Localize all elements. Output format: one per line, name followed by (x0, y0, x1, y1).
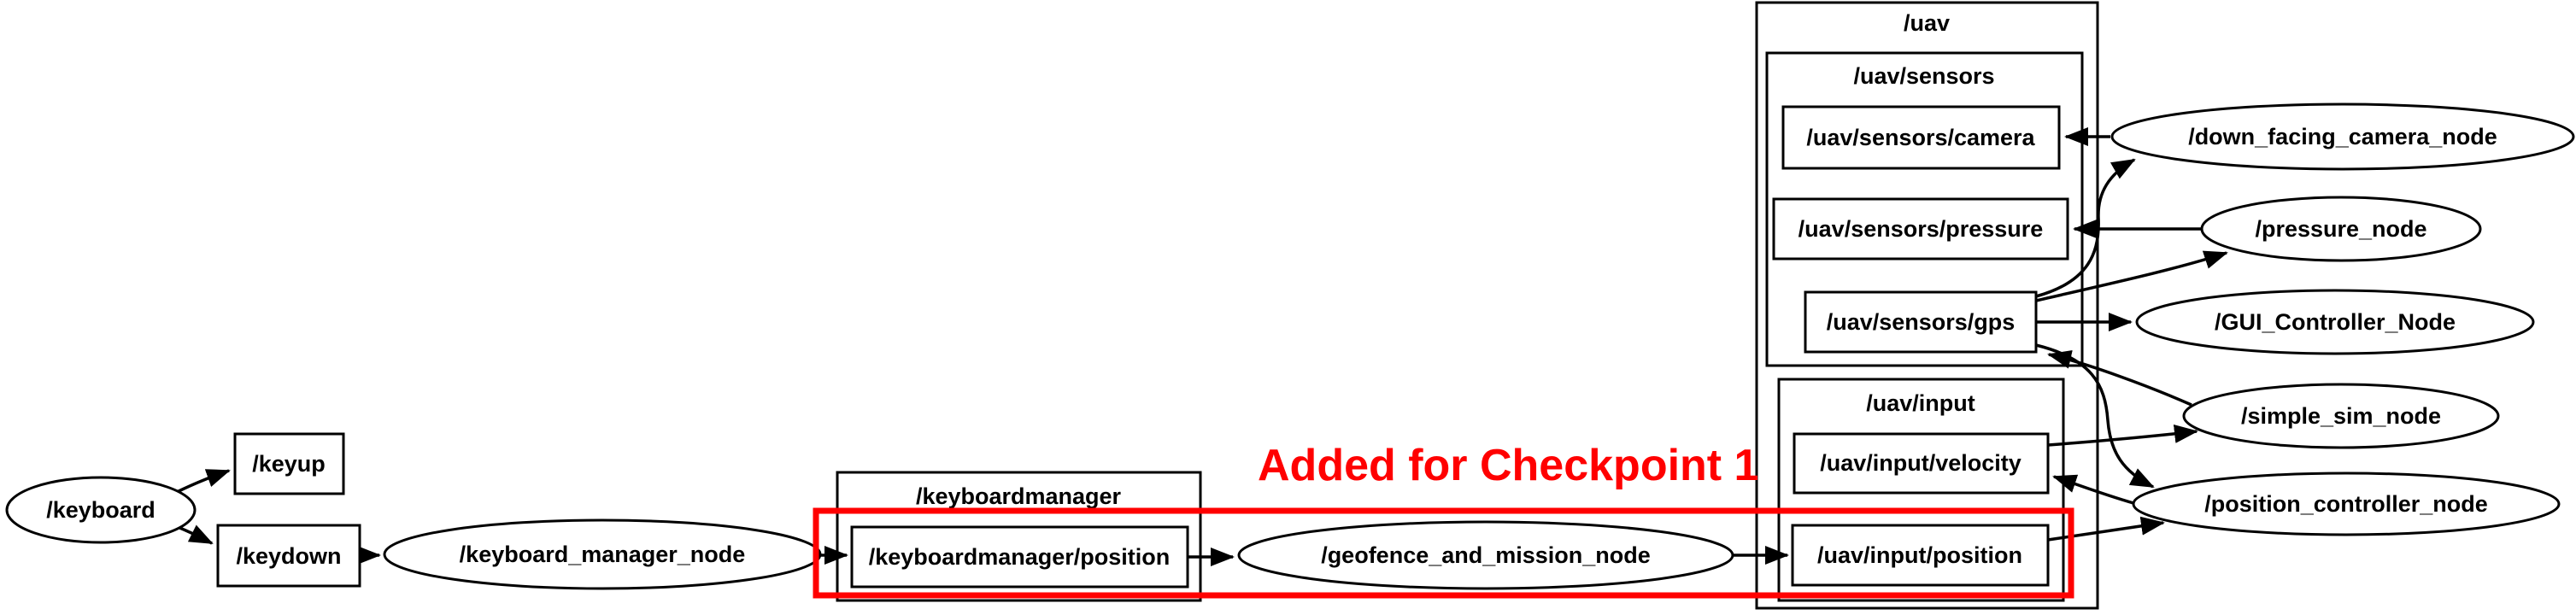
topic-uav-sensors-gps: /uav/sensors/gps (1804, 290, 2038, 354)
node-down-facing-camera-node: /down_facing_camera_node (2110, 102, 2575, 171)
edge-uav-input-velocity-to-simple-sim-node (2047, 424, 2198, 447)
edge-simple-sim-node-to-uav-sensors-gps (2047, 350, 2192, 407)
node-position-controller-node-label: /position_controller_node (2204, 491, 2488, 517)
edge-keyboard-to-keydown (177, 524, 214, 545)
node-gui-controller-node-ellipse (2135, 289, 2535, 355)
node-simple-sim-node-label: /simple_sim_node (2241, 403, 2441, 429)
node-keyboard-ellipse (5, 476, 197, 544)
topic-keyup-box (233, 432, 345, 495)
cluster-uav-label: /uav (1904, 10, 1950, 36)
topic-uav-input-velocity-label: /uav/input/velocity (1820, 450, 2021, 476)
node-position-controller-node-ellipse (2132, 472, 2561, 536)
node-keyboard-manager-node: /keyboard_manager_node (383, 518, 822, 590)
topic-uav-sensors-gps-box (1804, 290, 2038, 354)
edge-position-controller-node-to-uav-input-velocity (2052, 474, 2134, 505)
node-pressure-node-ellipse (2200, 196, 2482, 262)
node-keyboard: /keyboard (5, 476, 197, 544)
topic-uav-input-position-box (1791, 524, 2050, 587)
topic-keyup: /keyup (233, 432, 345, 495)
node-down-facing-camera-node-label: /down_facing_camera_node (2188, 124, 2497, 149)
node-gui-controller-node: /GUI_Controller_Node (2135, 289, 2535, 355)
cluster-uav-sensors-label: /uav/sensors (1853, 63, 1994, 89)
node-keyboard-label: /keyboard (46, 497, 155, 523)
node-simple-sim-node: /simple_sim_node (2182, 383, 2500, 449)
cluster-keyboardmanager-label: /keyboardmanager (916, 483, 1122, 509)
edge-uav-sensors-gps-to-down-facing-camera-node (2035, 158, 2136, 298)
topic-keydown-box (216, 524, 361, 588)
topic-keyboardmanager-position-box (850, 525, 1189, 589)
topic-keyup-label: /keyup (252, 451, 326, 477)
topic-uav-input-velocity: /uav/input/velocity (1793, 432, 2050, 495)
node-geofence-and-mission-node-ellipse (1237, 520, 1734, 590)
node-geofence-and-mission-node: /geofence_and_mission_node (1237, 520, 1734, 590)
edge-uav-sensors-gps-to-pressure-node (2035, 250, 2228, 302)
node-geofence-and-mission-node-label: /geofence_and_mission_node (1321, 542, 1651, 568)
topic-uav-sensors-gps-label: /uav/sensors/gps (1827, 309, 2016, 335)
topic-uav-sensors-pressure-box (1772, 197, 2069, 261)
checkpoint-annotation: Added for Checkpoint 1 (813, 441, 2074, 599)
checkpoint-annotation-text: Added for Checkpoint 1 (1258, 441, 1758, 490)
topic-keydown: /keydown (216, 524, 361, 588)
checkpoint-highlight-rect (813, 507, 2074, 599)
topic-uav-sensors-camera-box (1781, 105, 2061, 170)
topic-uav-sensors-camera-label: /uav/sensors/camera (1806, 125, 2035, 150)
topic-keydown-label: /keydown (236, 543, 341, 569)
edge-keyboard-to-keyup (176, 469, 231, 494)
topic-uav-sensors-pressure-label: /uav/sensors/pressure (1799, 216, 2044, 242)
node-simple-sim-node-ellipse (2182, 383, 2500, 449)
topic-uav-input-position: /uav/input/position (1791, 524, 2050, 587)
node-gui-controller-node-label: /GUI_Controller_Node (2215, 309, 2456, 335)
node-keyboard-manager-node-ellipse (383, 518, 822, 590)
topic-uav-sensors-camera: /uav/sensors/camera (1781, 105, 2061, 170)
topic-uav-input-velocity-box (1793, 432, 2050, 495)
node-pressure-node: /pressure_node (2200, 196, 2482, 262)
cluster-uav-input-label: /uav/input (1866, 390, 1975, 416)
topic-uav-sensors-pressure: /uav/sensors/pressure (1772, 197, 2069, 261)
edge-uav-sensors-gps-to-position-controller-node (2035, 343, 2155, 489)
topic-keyboardmanager-position: /keyboardmanager/position (850, 525, 1189, 589)
topic-keyboardmanager-position-label: /keyboardmanager/position (869, 544, 1171, 570)
node-down-facing-camera-node-ellipse (2110, 102, 2575, 171)
node-position-controller-node: /position_controller_node (2132, 472, 2561, 536)
topic-uav-input-position-label: /uav/input/position (1817, 542, 2022, 568)
edge-uav-input-position-to-position-controller-node (2047, 516, 2165, 542)
node-keyboard-manager-node-label: /keyboard_manager_node (460, 542, 746, 567)
node-pressure-node-label: /pressure_node (2255, 216, 2426, 242)
